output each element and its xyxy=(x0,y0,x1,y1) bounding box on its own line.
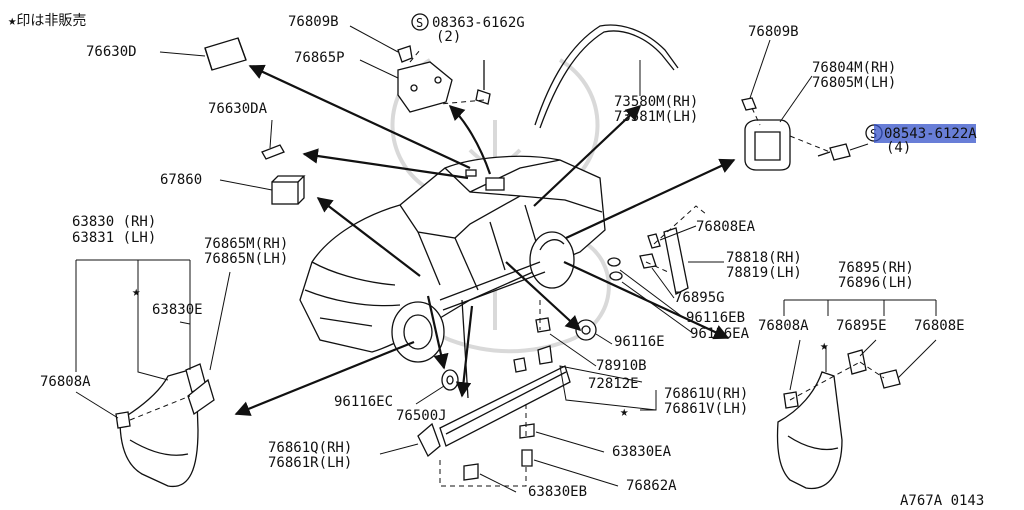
s-symbol-08363: S xyxy=(411,13,429,31)
part-96116EB-grommet xyxy=(607,257,623,281)
pointer-arrows xyxy=(234,64,736,416)
label-08363-6162G: 08363-6162G xyxy=(432,15,525,31)
label-76805M: 76805M(LH) xyxy=(812,75,896,91)
label-08543-qty: (4) xyxy=(886,140,911,156)
label-63830EB: 63830EB xyxy=(528,484,587,500)
label-67860: 67860 xyxy=(160,172,202,188)
part-73580M-molding xyxy=(534,24,679,129)
label-76809B-right: 76809B xyxy=(748,24,799,40)
label-76896: 76896(LH) xyxy=(838,275,914,291)
label-72812E: 72812E xyxy=(588,376,639,392)
label-63830EA: 63830EA xyxy=(612,444,672,460)
part-76809B-clip-left xyxy=(397,45,413,63)
label-78819: 78819(LH) xyxy=(726,265,802,281)
part-76861U-side-sill xyxy=(439,365,571,447)
label-76862A: 76862A xyxy=(626,478,677,494)
label-73580M: 73580M(RH) xyxy=(614,94,698,110)
label-76804M: 76804M(RH) xyxy=(812,60,896,76)
label-76500J: 76500J xyxy=(396,408,447,424)
part-78910B-clip xyxy=(535,317,553,365)
label-63830E: 63830E xyxy=(152,302,203,318)
label-76895: 76895(RH) xyxy=(838,260,914,276)
part-67860-shape xyxy=(271,175,306,205)
not-for-sale-note: ★印は非販売 xyxy=(8,13,86,29)
svg-text:S: S xyxy=(416,16,423,30)
label-96116EA: 96116EA xyxy=(690,326,750,342)
label-96116EC: 96116EC xyxy=(334,394,393,410)
part-76895-mudguard-right xyxy=(776,349,901,490)
label-76895E: 76895E xyxy=(836,318,887,334)
label-76861R: 76861R(LH) xyxy=(268,455,352,471)
leader-lines xyxy=(75,25,937,493)
svg-text:S: S xyxy=(870,127,877,141)
highlight-08543 xyxy=(874,124,976,143)
label-76809B-left: 76809B xyxy=(288,14,339,30)
star-mark-right: ★ xyxy=(820,338,829,354)
part-96116EC-grommet xyxy=(441,369,459,391)
diagram-code: A767A 0143 xyxy=(900,493,984,509)
label-08543-6122A: 08543-6122A xyxy=(884,126,977,142)
label-76808E: 76808E xyxy=(914,318,965,334)
label-63830: 63830 (RH) xyxy=(72,214,156,230)
label-76865M: 76865M(RH) xyxy=(204,236,288,252)
label-76865N: 76865N(LH) xyxy=(204,251,288,267)
part-labels: 76809B 08363-6162G (2) 76630D 76865P 766… xyxy=(40,14,984,509)
label-73581M: 73581M(LH) xyxy=(614,109,698,125)
part-76862A-screw xyxy=(521,449,533,467)
label-78910B: 78910B xyxy=(596,358,647,374)
label-08363-qty: (2) xyxy=(436,29,461,45)
part-76630DA-shape xyxy=(261,144,285,160)
label-96116EB: 96116EB xyxy=(686,310,745,326)
label-76808A-right: 76808A xyxy=(758,318,809,334)
label-63831: 63831 (LH) xyxy=(72,230,156,246)
label-76861V: 76861V(LH) xyxy=(664,401,748,417)
part-72812E-clip xyxy=(513,357,527,373)
label-76630DA: 76630DA xyxy=(208,101,268,117)
part-63830EA-clip xyxy=(519,423,535,439)
label-76895G: 76895G xyxy=(674,290,725,306)
label-76865P: 76865P xyxy=(294,50,345,66)
star-mark-sill: ★ xyxy=(620,404,629,420)
star-mark-left: ★ xyxy=(132,284,141,300)
part-76804M-cover xyxy=(744,119,791,171)
label-76861U: 76861U(RH) xyxy=(664,386,748,402)
label-78818: 78818(RH) xyxy=(726,250,802,266)
part-63830EB-clip xyxy=(463,463,479,481)
part-76630D-shape xyxy=(204,37,247,71)
label-76630D: 76630D xyxy=(86,44,137,60)
part-76861Q-end-bracket xyxy=(417,422,441,458)
label-76808A-left: 76808A xyxy=(40,374,91,390)
label-96116E: 96116E xyxy=(614,334,665,350)
label-76808EA: 76808EA xyxy=(696,219,756,235)
part-63830-mudguard-left xyxy=(115,363,215,488)
car-body-illustration xyxy=(299,155,606,363)
part-08543-screw xyxy=(817,143,851,161)
part-76865P-bracket xyxy=(397,61,453,113)
dashed-guides xyxy=(129,49,885,487)
part-76809B-clip-right xyxy=(741,97,757,111)
part-08363-bolt xyxy=(475,60,491,105)
label-76861Q: 76861Q(RH) xyxy=(268,440,352,456)
